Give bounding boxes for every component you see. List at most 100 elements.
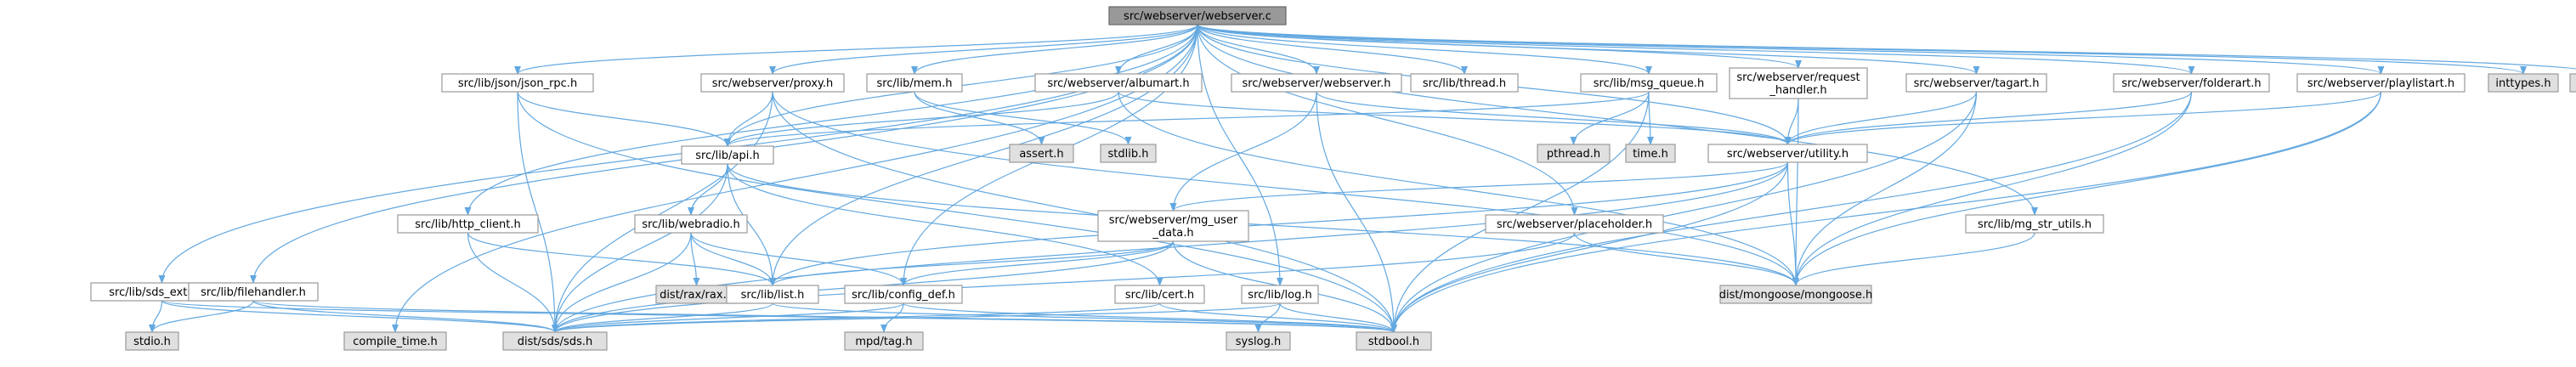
file-node-mongoose: dist/mongoose/mongoose.h — [1719, 285, 1872, 304]
file-node-webserver-h[interactable]: src/webserver/webserver.h — [1231, 73, 1402, 93]
node-box — [1905, 73, 2047, 93]
file-node-mem[interactable]: src/lib/mem.h — [866, 73, 963, 93]
node-label: src/webserver/proxy.h — [712, 77, 834, 90]
file-node-placeholder[interactable]: src/webserver/placeholder.h — [1485, 214, 1664, 234]
include-edge-root-to-proxy — [769, 24, 1198, 75]
include-edge-utility-to-mg_user_data — [1169, 161, 1789, 212]
include-edges — [149, 24, 2576, 333]
node-label: compile_time.h — [353, 336, 437, 348]
node-label: time.h — [1633, 148, 1668, 161]
include-edge-json_rpc-to-api — [517, 91, 731, 147]
node-box — [1100, 144, 1157, 163]
include-edge-albumart-to-mongoose — [1118, 91, 1799, 286]
include-edge-webserver_h-to-utility — [1316, 91, 1792, 145]
include-edge-root-to-mg_str_utils — [1197, 24, 2038, 216]
file-node-playlistart[interactable]: src/webserver/playlistart.h — [2296, 73, 2466, 93]
file-node-tagart[interactable]: src/webserver/tagart.h — [1905, 73, 2047, 93]
file-node-mpd-tag: mpd/tag.h — [844, 331, 924, 351]
file-node-list[interactable]: src/lib/list.h — [726, 285, 819, 304]
file-node-webradio[interactable]: src/lib/webradio.h — [634, 214, 748, 234]
include-edge-placeholder-to-mongoose — [1573, 232, 1799, 286]
node-label: assert.h — [1019, 148, 1063, 161]
file-node-stdbool: stdbool.h — [1356, 331, 1432, 351]
include-edge-tagart-to-mongoose — [1792, 91, 1978, 286]
include-edge-filehandler-to-stdio — [149, 300, 254, 333]
node-box — [2569, 73, 2576, 93]
file-node-syslog: syslog.h — [1226, 331, 1291, 351]
node-label: dist/mongoose/mongoose.h — [1719, 289, 1872, 302]
include-edge-http_client-to-sds — [467, 232, 558, 333]
include-edge-sds_extras-to-stdio — [149, 300, 163, 333]
node-label: src/lib/cert.h — [1125, 289, 1194, 302]
node-box — [726, 285, 819, 304]
node-box — [1410, 73, 1519, 93]
file-node-inttypes: inttypes.h — [2488, 73, 2559, 93]
file-node-request-handler[interactable]: src/webserver/request_handler.h — [1729, 67, 1868, 99]
node-label: pthread.h — [1547, 148, 1600, 161]
file-node-rax: dist/rax/rax.h — [655, 285, 738, 304]
node-box — [634, 214, 748, 234]
node-box — [2113, 73, 2270, 93]
include-edge-root-to-inttypes — [1197, 24, 2527, 75]
node-box — [1537, 144, 1611, 163]
file-node-msg-queue[interactable]: src/lib/msg_queue.h — [1580, 73, 1718, 93]
file-node-albumart[interactable]: src/webserver/albumart.h — [1034, 73, 1203, 93]
file-node-folderart[interactable]: src/webserver/folderart.h — [2113, 73, 2270, 93]
file-node-utility[interactable]: src/webserver/utility.h — [1707, 144, 1868, 163]
file-node-config-def[interactable]: src/lib/config_def.h — [844, 285, 963, 304]
include-edge-list-to-sds — [552, 302, 773, 333]
file-node-mg-user-data[interactable]: src/webserver/mg_user_data.h — [1097, 210, 1249, 242]
include-edge-log-to-sds — [552, 302, 1281, 333]
node-label: src/webserver/webserver.h — [1243, 77, 1391, 90]
include-edge-request_handler-to-mongoose — [1792, 98, 1800, 286]
node-label: src/webserver/albumart.h — [1047, 77, 1189, 90]
node-label: src/lib/thread.h — [1423, 77, 1506, 90]
include-edge-cert-to-sds — [552, 302, 1161, 333]
file-node-proxy[interactable]: src/webserver/proxy.h — [700, 73, 845, 93]
file-node-pthread: pthread.h — [1537, 144, 1611, 163]
include-edge-root-to-libgen — [1197, 24, 2576, 70]
file-node-json-rpc[interactable]: src/lib/json/json_rpc.h — [441, 73, 594, 93]
include-edge-msg_queue-to-stdbool — [1390, 91, 1650, 333]
include-edge-webserver_h-to-stdbool — [1316, 91, 1397, 333]
include-edge-playlistart-to-mongoose — [1792, 91, 2382, 286]
file-node-log[interactable]: src/lib/log.h — [1241, 285, 1319, 304]
node-box — [1114, 285, 1205, 304]
node-label: inttypes.h — [2495, 77, 2551, 90]
node-label: mpd/tag.h — [855, 336, 912, 348]
include-edge-http_client-to-list — [467, 232, 776, 286]
file-node-mg-str-utils[interactable]: src/lib/mg_str_utils.h — [1965, 214, 2104, 234]
include-edge-mg_str_utils-to-mongoose — [1792, 232, 2035, 286]
node-label: src/lib/api.h — [695, 150, 759, 162]
include-edge-webradio-to-rax — [690, 232, 700, 286]
include-edge-json_rpc-to-sds — [517, 91, 558, 333]
include-edge-mg_user_data-to-config_def — [900, 240, 1175, 286]
include-edge-root-to-msg_queue — [1197, 24, 1652, 75]
node-label: src/webserver/utility.h — [1727, 148, 1848, 161]
node-label: src/webserver/request — [1736, 71, 1860, 84]
file-node-cert[interactable]: src/lib/cert.h — [1114, 285, 1205, 304]
include-edge-root-to-placeholder — [1197, 24, 1578, 216]
node-box — [1231, 73, 1402, 93]
file-node-assert: assert.h — [1009, 144, 1074, 163]
file-node-api[interactable]: src/lib/api.h — [681, 145, 774, 165]
file-node-thread[interactable]: src/lib/thread.h — [1410, 73, 1519, 93]
include-edge-log-to-syslog — [1254, 302, 1281, 333]
node-label: src/webserver/placeholder.h — [1497, 218, 1652, 231]
file-node-root[interactable]: src/webserver/webserver.c — [1108, 6, 1287, 25]
node-label: src/lib/filehandler.h — [201, 286, 306, 299]
node-box — [125, 331, 179, 351]
node-label: stdio.h — [133, 336, 171, 348]
node-box — [2488, 73, 2559, 93]
include-edge-msg_queue-to-time — [1646, 91, 1654, 145]
node-box — [1108, 6, 1287, 25]
node-box — [1965, 214, 2104, 234]
include-edge-root-to-thread — [1197, 24, 1468, 75]
include-edge-api-to-list — [727, 163, 776, 286]
include-edge-mg_user_data-to-list — [769, 240, 1175, 286]
node-box — [1580, 73, 1718, 93]
file-node-http-client[interactable]: src/lib/http_client.h — [397, 214, 539, 234]
include-edge-api-to-webradio — [688, 163, 728, 216]
node-label: src/lib/http_client.h — [415, 218, 520, 231]
file-node-filehandler[interactable]: src/lib/filehandler.h — [188, 282, 319, 302]
